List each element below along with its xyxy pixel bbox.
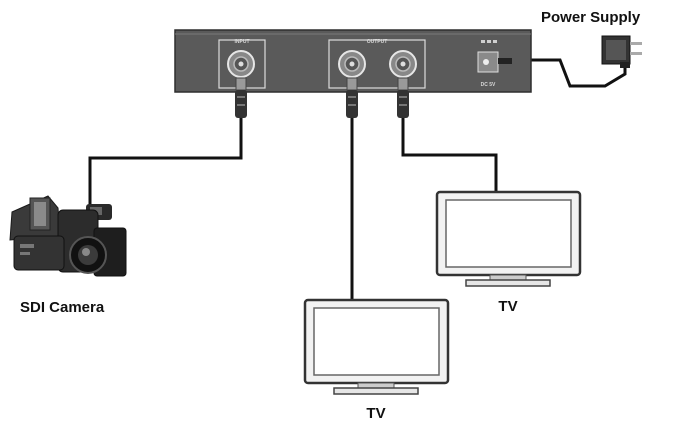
output-plug-1 (346, 77, 358, 118)
tv-right: TV (435, 190, 582, 315)
output-label: OUTPUT (367, 39, 388, 45)
power-port-label: DC 5V (481, 82, 496, 88)
tv-monitor-icon (303, 298, 450, 395)
camcorder-icon (9, 195, 127, 277)
tv-monitor-icon (435, 190, 582, 287)
input-label: INPUT (235, 39, 250, 45)
output-bnc-connector-1 (338, 50, 366, 78)
input-bnc-connector (227, 50, 255, 78)
tv-right-label: TV (498, 298, 517, 315)
output-plug-2 (397, 77, 409, 118)
tv-bottom-label: TV (366, 405, 385, 422)
power-cable (510, 58, 627, 88)
power-adapter-icon (601, 35, 642, 68)
output-cable-right (401, 118, 498, 192)
tv-bottom: TV (303, 298, 450, 422)
input-plug (235, 77, 247, 118)
output-port-frame (328, 39, 426, 89)
camera-label: SDI Camera (20, 299, 105, 316)
input-cable (88, 118, 243, 205)
power-port: DC 5V (477, 40, 512, 88)
power-supply-label: Power Supply (541, 9, 641, 26)
cables (88, 58, 627, 300)
sdi-splitter-device: INPUT OUTPUT DC 5V (174, 29, 532, 93)
output-bnc-connector-2 (389, 50, 417, 78)
